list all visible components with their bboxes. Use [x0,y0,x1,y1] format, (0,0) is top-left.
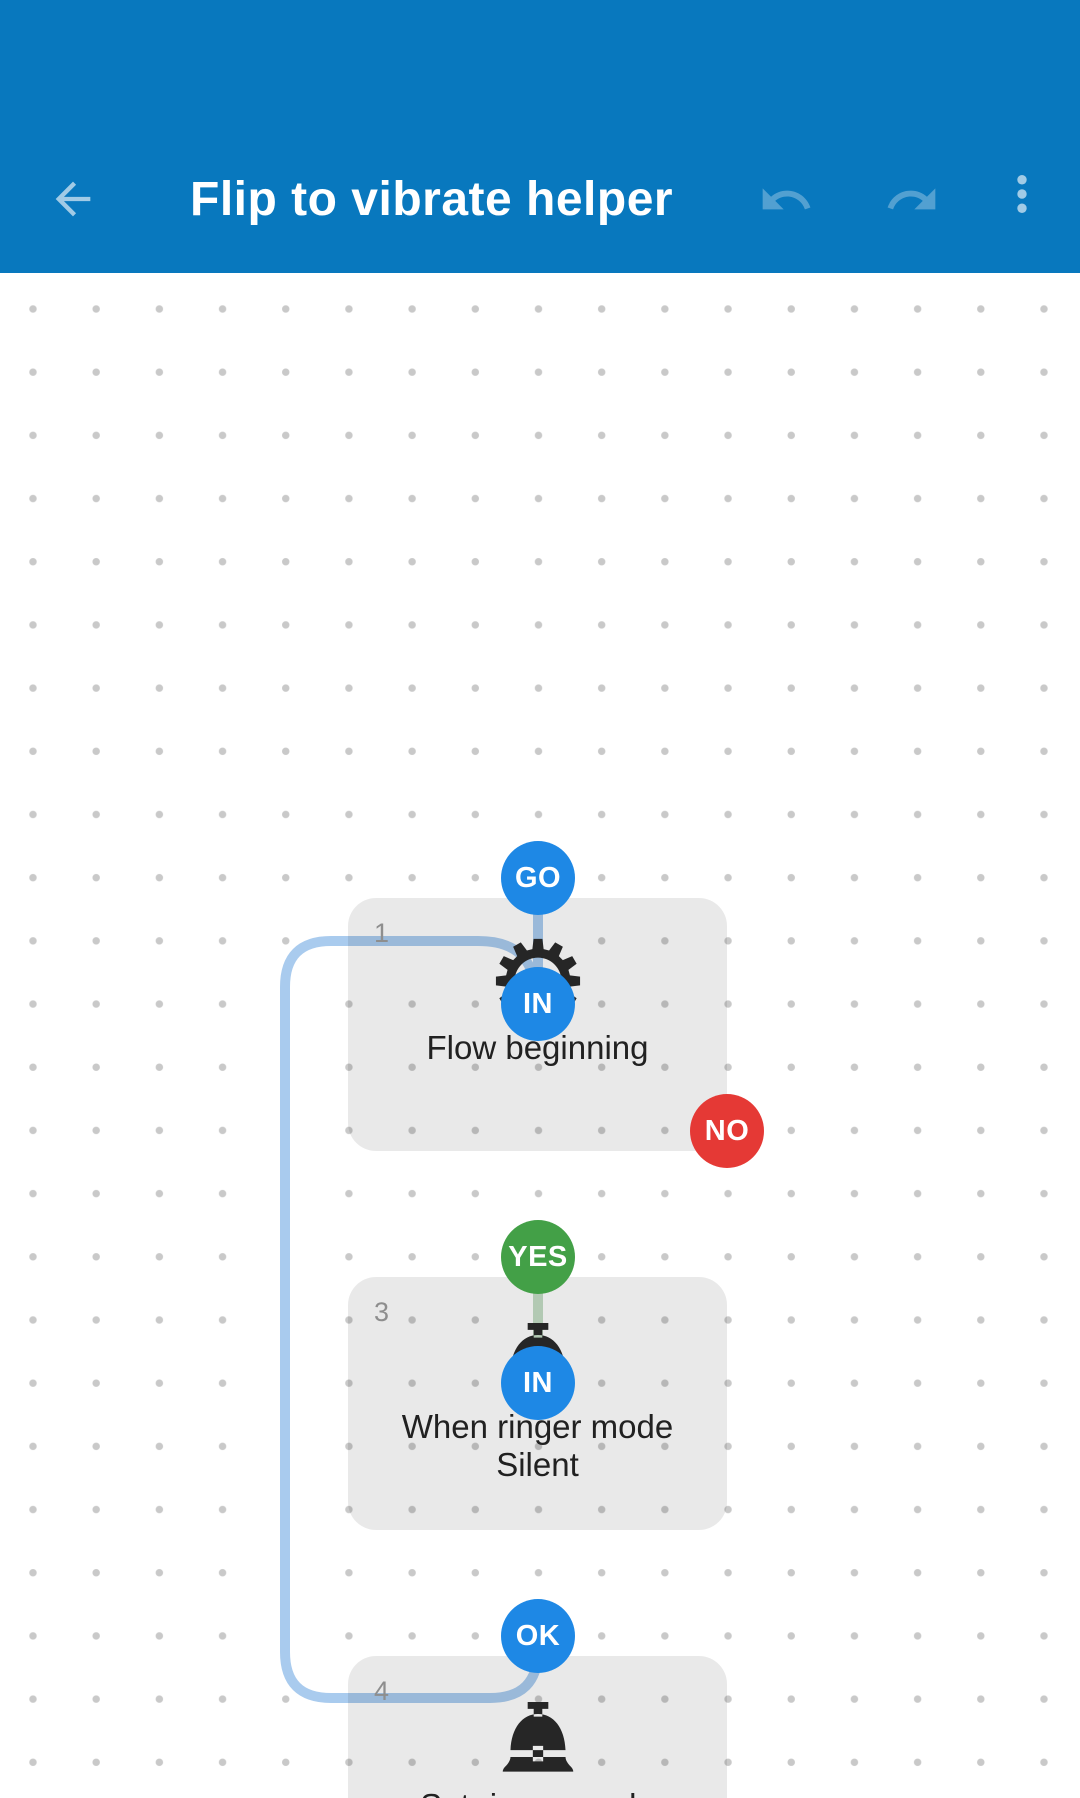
undo-icon[interactable] [758,172,814,228]
block-number: 4 [374,1676,390,1706]
ringer-bell-icon [348,1693,727,1785]
port-in-block4[interactable]: IN [501,1346,575,1420]
flow-title: Flip to vibrate helper [190,173,674,226]
block-number: 1 [374,918,390,948]
redo-icon[interactable] [884,172,940,228]
overflow-menu-icon[interactable] [996,168,1048,230]
block-number: 3 [374,1297,390,1327]
app-bar: Flip to vibrate helper [0,0,1080,273]
wire-ok-to-in-loop[interactable] [280,936,543,1703]
flow-canvas[interactable]: 1 Flow beginning 3 When ringer mode Si [0,273,1080,1798]
port-no[interactable]: NO [690,1094,764,1168]
block-set-ringer-mode-vibrate[interactable]: 4 Set ringer mode Vibrate [348,1656,727,1798]
back-icon[interactable] [47,173,99,225]
port-ok[interactable]: OK [501,1599,575,1673]
port-yes[interactable]: YES [501,1220,575,1294]
block-title: Set ringer mode Vibrate [348,1787,727,1798]
port-in-block3[interactable]: IN [501,967,575,1041]
port-go[interactable]: GO [501,841,575,915]
